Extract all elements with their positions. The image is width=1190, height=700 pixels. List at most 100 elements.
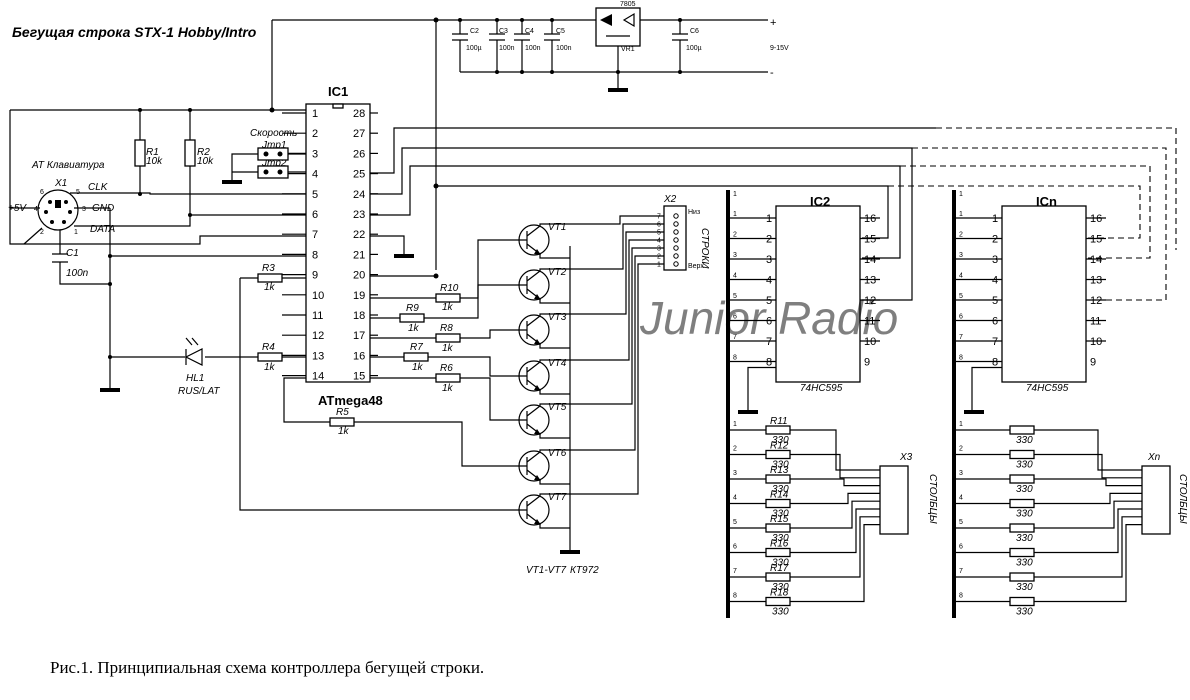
c5-value: 100n <box>556 45 572 52</box>
transistor-arrow <box>534 249 541 255</box>
column-resistor-body <box>1009 498 1035 509</box>
bus-pin-number: 3 <box>733 470 737 477</box>
resistor-to-connector-wire <box>790 478 900 487</box>
r6-label: R6 <box>440 363 453 374</box>
sr-in-pin: 8 <box>992 357 998 369</box>
sr-out-pin: 12 <box>1090 295 1102 307</box>
sr-out-pin: 15 <box>864 234 876 246</box>
bus-pin-number: 8 <box>733 593 737 600</box>
r5-label: R5 <box>336 407 349 418</box>
bus-pin-number: 7 <box>733 568 737 575</box>
transistor-collector-wire <box>539 215 664 226</box>
mcu-shift-bus <box>370 127 1177 301</box>
column-resistor-value: 330 <box>772 435 789 446</box>
bus-pin-number: 6 <box>959 544 963 551</box>
mcu-pin-left: 4 <box>312 169 318 181</box>
transistor-note-part: КТ972 <box>570 565 599 576</box>
r2-body <box>184 139 196 167</box>
r1-value: 10k <box>146 156 163 167</box>
column-resistor-body <box>765 449 791 460</box>
x3-ref: X3 <box>899 452 913 463</box>
mcu-pin-right: 23 <box>353 209 365 221</box>
r8-value: 1k <box>442 343 454 354</box>
transistor-emitter-wire <box>539 434 570 439</box>
transistor-arrow <box>534 429 541 435</box>
jmp2-body <box>257 165 289 179</box>
r3-value: 1k <box>264 282 276 293</box>
mcu-pin-left: 14 <box>312 371 324 383</box>
resistor-to-connector-wire <box>790 429 900 471</box>
x2-pin <box>673 245 679 251</box>
transistor-ref: VT2 <box>548 267 567 278</box>
jmp2-label: Jmp2 <box>261 158 287 169</box>
bus-top-pin: 1 <box>959 191 963 198</box>
bus-pin-number: 3 <box>959 252 963 259</box>
c6-label: C6 <box>690 28 699 35</box>
jmp1-body <box>257 147 289 161</box>
jmp1-label: Jmp1 <box>261 140 286 151</box>
sr-out-pin: 11 <box>1090 316 1101 328</box>
sr-in-pin: 6 <box>766 316 772 328</box>
sr-out-pin: 14 <box>1090 254 1102 266</box>
sr-in-pin: 1 <box>992 213 998 225</box>
x2-pin-number: 1 <box>657 262 661 269</box>
x1-pin-6: 6 <box>40 189 44 196</box>
bus-pin-number: 8 <box>959 593 963 600</box>
transistor-emitter-wire <box>539 390 570 395</box>
keyboard-label: AT Клавиатура <box>31 160 105 171</box>
sr-gnd-wire <box>747 366 776 412</box>
mcu-pin-right: 19 <box>353 290 365 302</box>
column-resistor-body <box>765 547 791 558</box>
r5-body <box>329 417 355 427</box>
sr-out-pin: 9 <box>864 357 870 369</box>
resistor-to-connector-wire <box>1034 500 1162 529</box>
transistor-collector-wire <box>539 239 664 362</box>
mcu-pin-left: 1 <box>312 108 318 120</box>
xn-ref: Xn <box>1147 452 1161 463</box>
r7-body <box>403 352 429 362</box>
r6-value: 1k <box>442 383 454 394</box>
shift-register-part: 74HC595 <box>800 383 843 394</box>
column-resistor-value: 330 <box>1016 607 1033 618</box>
resistor-to-connector-wire <box>1034 524 1162 603</box>
sr-in-pin: 6 <box>992 316 998 328</box>
mcu-pin-left: 11 <box>312 310 323 322</box>
column-resistor-body <box>765 572 791 582</box>
xn-label: СТОЛБЦЫ <box>1177 474 1188 524</box>
sr-in-pin: 7 <box>766 336 772 348</box>
transistor-collector <box>526 495 541 507</box>
column-resistor-value: 330 <box>772 533 789 544</box>
column-resistor-value: 330 <box>772 509 789 520</box>
transistor-ref: VT7 <box>548 492 567 503</box>
column-resistor-body <box>765 596 791 607</box>
bus-pin-number: 4 <box>959 273 963 280</box>
mcu-pin-left: 6 <box>312 209 318 221</box>
resistor-to-connector-wire <box>790 492 900 505</box>
mcu-pin-right: 22 <box>353 229 365 241</box>
c3-value: 100n <box>499 45 515 52</box>
mcu-pin-left: 10 <box>312 290 324 302</box>
schematic-title: Бегущая строка STX-1 Hobby/Intro <box>12 24 257 40</box>
bus-pin-number: 6 <box>959 314 963 321</box>
bus-pin-number: 7 <box>959 334 963 341</box>
column-resistor-value: 330 <box>772 558 789 569</box>
bus-pin-number: 8 <box>733 355 737 362</box>
column-resistor-value: 330 <box>1016 558 1033 569</box>
column-resistor-body <box>1009 572 1035 582</box>
x2-pin <box>673 229 679 235</box>
transistor-collector <box>526 361 541 373</box>
shift-register-ref: IC2 <box>810 194 830 209</box>
supply-minus: - <box>770 67 774 79</box>
bus-pin-number: 3 <box>733 252 737 259</box>
transistor-arrow <box>534 519 541 525</box>
sr-in-pin: 5 <box>766 295 772 307</box>
x2-pin <box>673 221 679 227</box>
bus-pin-number: 5 <box>733 519 737 526</box>
sr-out-pin: 14 <box>864 254 876 266</box>
resistor-to-connector-wire <box>1034 508 1162 554</box>
sr-out-pin: 13 <box>1090 275 1102 287</box>
x3-body <box>879 465 909 535</box>
resistor-to-connector-wire <box>790 500 900 529</box>
bus-pin-number: 6 <box>733 544 737 551</box>
column-resistor-body <box>765 498 791 509</box>
